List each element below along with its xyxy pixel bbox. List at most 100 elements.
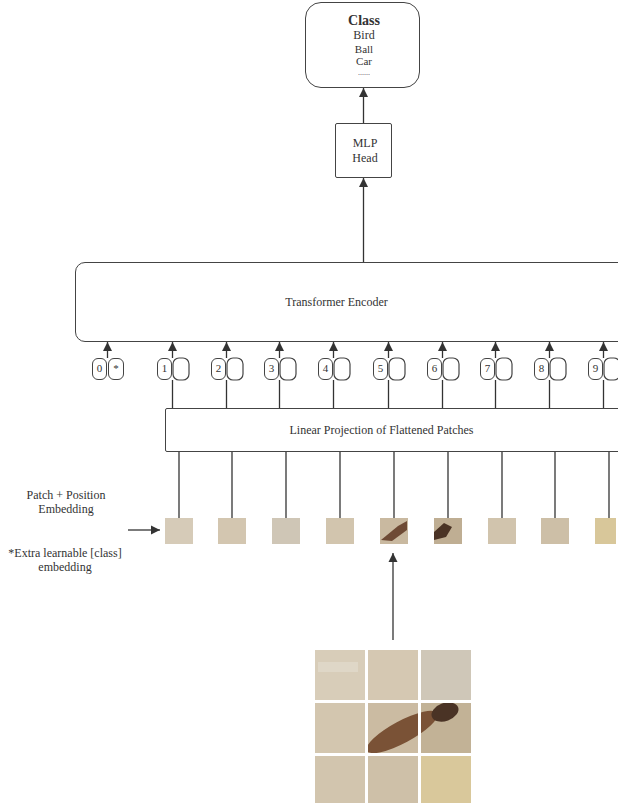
token-index-pill: 5 <box>373 358 388 380</box>
class-token-pill: * <box>108 358 124 380</box>
image-patch <box>488 518 516 544</box>
flow-arrow <box>107 342 108 358</box>
patch-strip <box>165 518 616 544</box>
transformer-encoder-box: Transformer Encoder <box>75 262 618 342</box>
image-patch <box>380 518 408 544</box>
token-index-pill: 3 <box>264 358 279 380</box>
box-label: 5 <box>378 362 384 375</box>
class-item: Car <box>356 55 372 68</box>
box-label: MLP Head <box>339 136 391 165</box>
mlp-head-box: MLP Head <box>335 123 392 178</box>
box-label: Linear Projection of Flattened Patches <box>290 423 474 437</box>
embedding-pill <box>280 358 296 380</box>
patch-line <box>231 452 232 518</box>
box-label: 7 <box>485 362 491 375</box>
flow-arrow <box>172 342 173 358</box>
grid-gap <box>418 650 421 803</box>
token-index-pill: 2 <box>211 358 226 380</box>
output-class-box: ClassBirdBallCar...... <box>305 2 420 88</box>
box-label: 6 <box>432 362 438 375</box>
image-cell <box>421 756 471 803</box>
flow-arrow <box>603 342 604 358</box>
box-label: 0 <box>97 362 103 375</box>
flow-arrow <box>549 342 550 358</box>
token-index-pill: 9 <box>588 358 603 380</box>
embedding-pill <box>334 358 350 380</box>
box-label: 9 <box>593 362 599 375</box>
box-label: 4 <box>323 362 329 375</box>
image-cell <box>421 650 471 700</box>
grid-gap <box>365 650 368 803</box>
image-cell <box>315 703 365 753</box>
projection-line <box>388 380 389 408</box>
embedding-pill <box>227 358 243 380</box>
patch-lines <box>179 452 609 518</box>
flow-arrow <box>226 342 227 358</box>
bird-fragment <box>381 521 407 541</box>
projection-line <box>333 380 334 408</box>
class-item: Bird <box>353 29 374 43</box>
class-item: Ball <box>355 43 373 56</box>
projection-line <box>279 380 280 408</box>
image-cell <box>315 650 365 700</box>
embedding-pill <box>389 358 405 380</box>
projection-line <box>226 380 227 408</box>
token-index-pill: 4 <box>318 358 333 380</box>
projection-line <box>172 380 173 408</box>
input-arrow <box>392 553 393 640</box>
patch-line <box>554 452 555 518</box>
bird-body <box>362 704 443 761</box>
patch-line <box>393 452 394 518</box>
box-label: 8 <box>539 362 545 375</box>
embedding-pill <box>443 358 459 380</box>
image-cell <box>368 650 418 700</box>
image-highlight <box>318 662 358 672</box>
flow-arrow <box>442 342 443 358</box>
image-patch <box>218 518 246 544</box>
grid-gap <box>315 753 471 756</box>
patch-line <box>178 452 179 518</box>
box-label: 1 <box>162 362 168 375</box>
pointer-arrow <box>128 529 160 530</box>
class-item: ...... <box>358 68 370 77</box>
embedding-pill <box>604 358 618 380</box>
token-index-pill: 6 <box>427 358 442 380</box>
image-cell <box>315 756 365 803</box>
projection-line <box>603 380 604 408</box>
patch-line <box>501 452 502 518</box>
box-label: 3 <box>269 362 275 375</box>
flow-arrow <box>363 178 364 262</box>
flow-arrow <box>279 342 280 358</box>
linear-projection-box: Linear Projection of Flattened Patches <box>165 408 618 452</box>
annotation-label: *Extra learnable [class] embedding <box>2 546 128 575</box>
token-index-pill: 8 <box>534 358 549 380</box>
projection-line <box>442 380 443 408</box>
annotation-label: Patch + Position Embedding <box>6 488 126 517</box>
projection-lines <box>173 380 604 408</box>
image-patch <box>326 518 354 544</box>
image-patch <box>595 518 616 544</box>
embedding-pills <box>173 358 618 380</box>
image-patch <box>165 518 193 544</box>
token-index-pill: 7 <box>480 358 495 380</box>
token-index-pill: 0 <box>92 358 107 380</box>
embedding-pill <box>550 358 566 380</box>
projection-line <box>549 380 550 408</box>
image-patch <box>434 518 462 544</box>
box-label: 2 <box>216 362 222 375</box>
image-patch <box>541 518 569 544</box>
flow-arrow <box>363 88 364 123</box>
projection-line <box>495 380 496 408</box>
flow-arrow <box>388 342 389 358</box>
box-label: * <box>113 362 119 375</box>
flow-arrow <box>495 342 496 358</box>
input-image-grid <box>315 650 471 803</box>
patch-line <box>339 452 340 518</box>
box-label: Transformer Encoder <box>285 295 388 309</box>
embedding-pill <box>173 358 189 380</box>
patch-line <box>285 452 286 518</box>
image-patch <box>272 518 300 544</box>
